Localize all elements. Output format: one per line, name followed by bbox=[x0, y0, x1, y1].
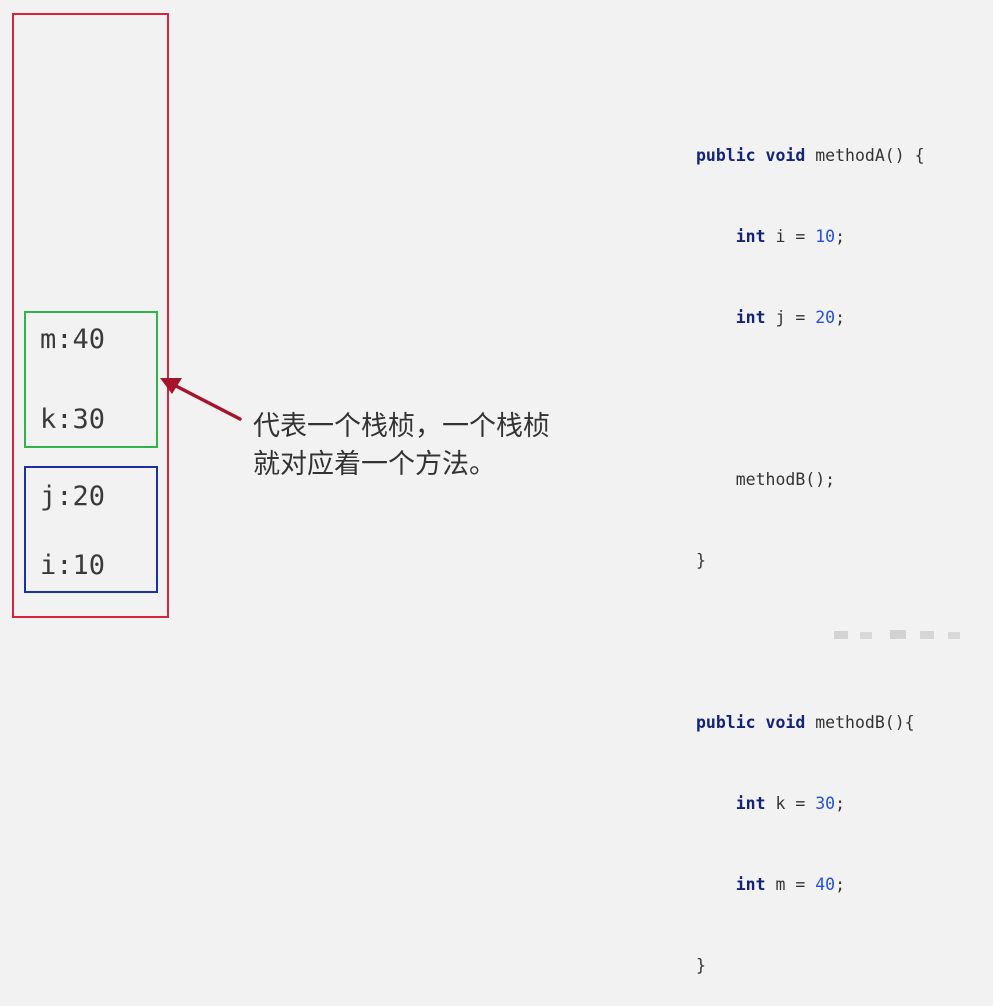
code-text: } bbox=[696, 956, 706, 975]
watermark-block bbox=[860, 632, 872, 639]
code-number: 10 bbox=[815, 227, 836, 246]
frame-var-j: j:20 bbox=[40, 481, 106, 512]
watermark-icon bbox=[834, 630, 960, 639]
code-text: j = bbox=[765, 308, 816, 327]
code-line: int j = 20; bbox=[696, 304, 925, 331]
code-keyword: int bbox=[735, 308, 766, 327]
code-text: ; bbox=[835, 308, 846, 327]
code-line: } bbox=[696, 547, 925, 574]
code-line: } bbox=[696, 952, 925, 979]
code-line: int i = 10; bbox=[696, 223, 925, 250]
stack-container bbox=[12, 13, 169, 618]
code-number: 30 bbox=[815, 794, 836, 813]
code-keyword: int bbox=[735, 875, 766, 894]
code-text: methodB(); bbox=[735, 470, 836, 489]
code-text: i = bbox=[765, 227, 816, 246]
frame-var-m: m:40 bbox=[40, 324, 106, 355]
watermark-block bbox=[920, 631, 934, 639]
caption-line-2: 就对应着一个方法。 bbox=[253, 449, 496, 480]
watermark-block bbox=[890, 630, 906, 639]
code-line: methodB(); bbox=[696, 466, 925, 493]
code-text: m = bbox=[765, 875, 816, 894]
code-line: public void methodB(){ bbox=[696, 709, 925, 736]
code-text: ; bbox=[835, 875, 846, 894]
code-number: 40 bbox=[815, 875, 836, 894]
code-text: } bbox=[696, 551, 706, 570]
code-number: 20 bbox=[815, 308, 836, 327]
frame-var-i: i:10 bbox=[40, 550, 106, 581]
code-line-blank bbox=[696, 385, 925, 412]
code-keyword: int bbox=[735, 227, 766, 246]
code-keyword: public bbox=[696, 146, 756, 165]
code-keyword: void bbox=[765, 713, 806, 732]
watermark-block bbox=[834, 631, 848, 639]
caption-line-1: 代表一个栈桢，一个栈桢 bbox=[253, 411, 550, 442]
watermark-block bbox=[948, 632, 960, 639]
code-line: int k = 30; bbox=[696, 790, 925, 817]
code-text: methodA() { bbox=[805, 146, 925, 165]
code-keyword: void bbox=[765, 146, 806, 165]
code-line: public void methodA() { bbox=[696, 142, 925, 169]
code-text: methodB(){ bbox=[805, 713, 915, 732]
stack-frame-methodA: j:20 i:10 bbox=[24, 466, 158, 593]
arrow-shaft bbox=[174, 384, 242, 421]
code-keyword: public bbox=[696, 713, 756, 732]
code-keyword: int bbox=[735, 794, 766, 813]
caption-text: 代表一个栈桢，一个栈桢 就对应着一个方法。 bbox=[253, 408, 550, 484]
code-text: ; bbox=[835, 227, 846, 246]
code-text: k = bbox=[765, 794, 816, 813]
stack-frame-methodB: m:40 k:30 bbox=[24, 311, 158, 448]
code-block: public void methodA() { int i = 10; int … bbox=[696, 88, 925, 1006]
frame-var-k: k:30 bbox=[40, 404, 106, 435]
code-text: ; bbox=[835, 794, 846, 813]
code-line: int m = 40; bbox=[696, 871, 925, 898]
